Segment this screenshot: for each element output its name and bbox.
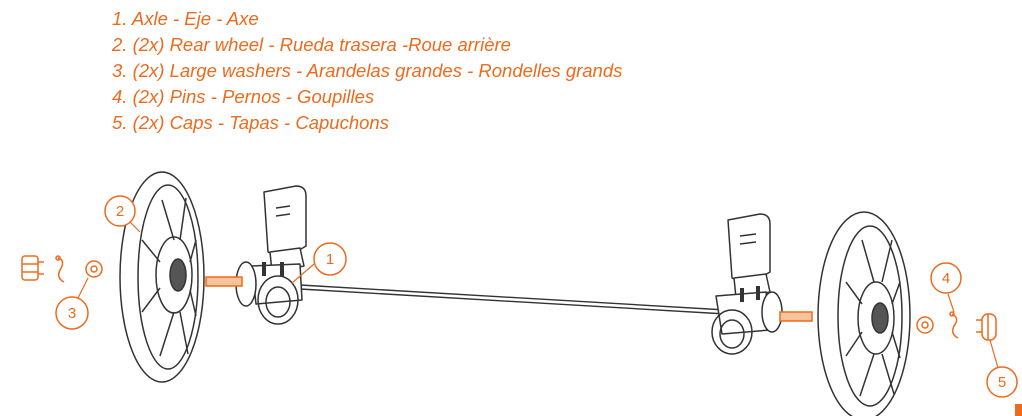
part-axle: 1. Axle - Eje - Axe xyxy=(112,8,259,29)
callout-3-number: 3 xyxy=(68,305,76,322)
callout-cap: 5 xyxy=(986,339,1018,398)
callout-5-number: 5 xyxy=(998,374,1006,391)
part-pins: 4. (2x) Pins - Pernos - Goupilles xyxy=(112,86,375,107)
part-caps: 5. (2x) Caps - Tapas - Capuchons xyxy=(112,112,389,133)
right-cap xyxy=(976,313,997,341)
right-frame-bracket xyxy=(711,213,783,355)
part-large-washers: 3. (2x) Large washers - Arandelas grande… xyxy=(112,60,623,81)
right-rear-wheel xyxy=(817,211,911,416)
right-axle-stub xyxy=(779,311,813,322)
part-rear-wheel: 2. (2x) Rear wheel - Rueda trasera -Roue… xyxy=(112,34,511,55)
callout-1-number: 1 xyxy=(326,251,334,268)
left-frame-bracket xyxy=(235,185,307,325)
left-washer xyxy=(85,260,103,278)
right-washer xyxy=(916,316,934,334)
callout-rear-wheel: 2 xyxy=(104,195,141,233)
right-pin xyxy=(949,311,959,339)
left-pin xyxy=(55,255,65,283)
callout-4-number: 4 xyxy=(942,270,950,287)
parts-list: 1. Axle - Eje - Axe 2. (2x) Rear wheel -… xyxy=(112,6,622,136)
callout-washer: 3 xyxy=(55,277,89,330)
callout-axle: 1 xyxy=(291,242,347,284)
corner-mark xyxy=(1015,404,1022,416)
left-rear-wheel xyxy=(119,171,205,383)
callout-pin: 4 xyxy=(930,262,962,313)
left-axle-stub xyxy=(205,276,243,287)
left-cap xyxy=(21,255,44,281)
axle xyxy=(299,284,727,315)
callout-2-number: 2 xyxy=(116,203,124,220)
